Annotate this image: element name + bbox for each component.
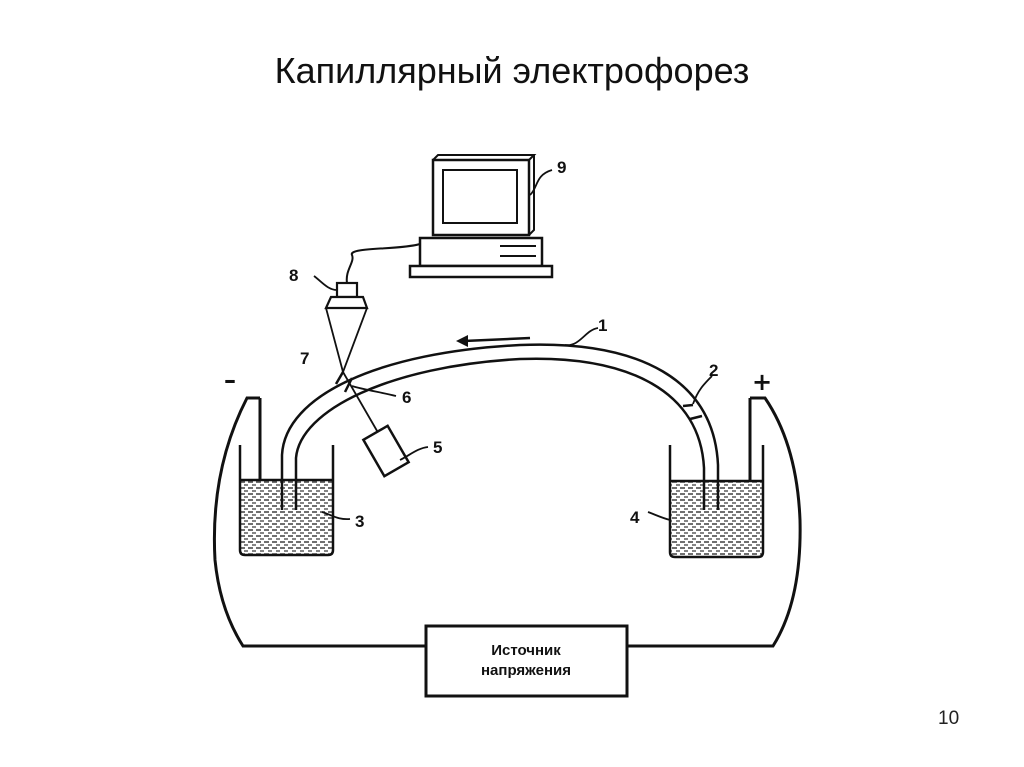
label-7: 7 (300, 349, 309, 368)
label-3: 3 (355, 512, 364, 531)
minus-sign: – (224, 366, 236, 394)
label-4: 4 (630, 508, 640, 527)
slide-title: Капиллярный электрофорез (274, 50, 750, 91)
computer-icon (408, 154, 554, 279)
label-9: 9 (557, 158, 566, 177)
label-1: 1 (598, 316, 607, 335)
power-source-line1: Источник (491, 642, 561, 659)
detection-window (334, 371, 345, 385)
label-6: 6 (402, 388, 411, 407)
capillary-marker (682, 403, 694, 408)
power-source: Источник напряжения (424, 624, 629, 698)
light-source (361, 424, 411, 478)
light-beam (325, 307, 381, 437)
detector (324, 243, 421, 310)
power-source-line2: напряжения (481, 662, 571, 679)
label-2: 2 (709, 361, 718, 380)
label-5: 5 (433, 438, 442, 457)
page-number: 10 (938, 708, 960, 729)
capillary (280, 343, 720, 510)
leader-lines (313, 169, 713, 521)
circuit-wire (212, 396, 802, 648)
right-vessel (668, 445, 765, 559)
plus-sign: + (752, 368, 772, 396)
left-vessel (238, 445, 335, 557)
flow-arrow (456, 335, 531, 347)
label-8: 8 (289, 266, 298, 285)
